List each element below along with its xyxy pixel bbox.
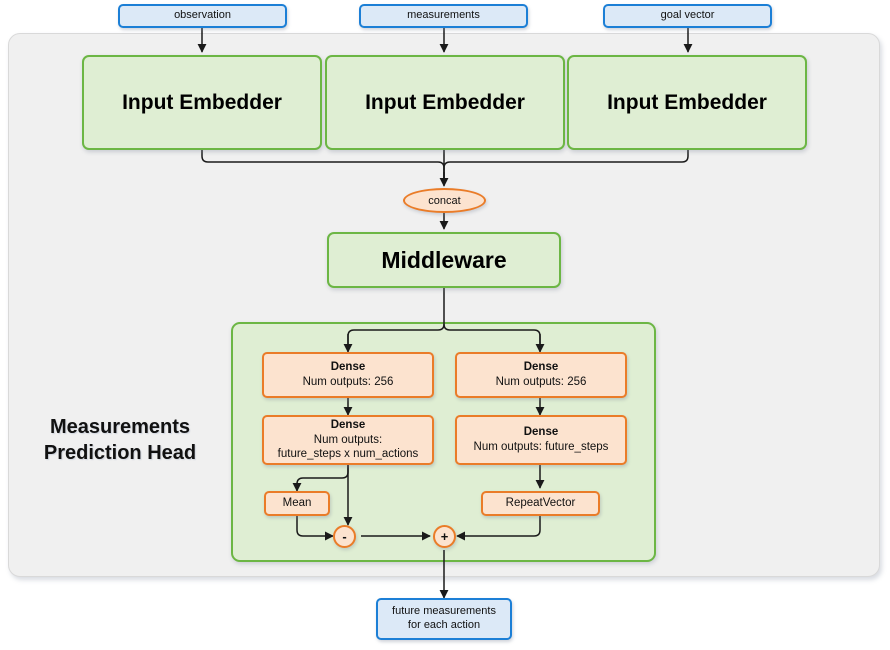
prediction-head-title-line2: Prediction Head [43, 442, 197, 464]
output-future-measurements[interactable]: future measurements for each action [376, 598, 512, 640]
input-measurements-label: measurements [407, 9, 480, 22]
dense-left-1[interactable]: Dense Num outputs: 256 [262, 352, 434, 398]
input-embedder-measurements-label: Input Embedder [365, 90, 525, 114]
input-embedder-measurements[interactable]: Input Embedder [325, 55, 565, 150]
input-observation-label: observation [174, 9, 231, 22]
input-embedder-goal-vector[interactable]: Input Embedder [567, 55, 807, 150]
input-embedder-observation-label: Input Embedder [122, 90, 282, 114]
prediction-head-title-line1: Measurements [49, 416, 191, 438]
subtract-operator[interactable]: - [333, 525, 356, 548]
dense-left-1-title: Dense [330, 361, 366, 374]
middleware-block[interactable]: Middleware [327, 232, 561, 288]
dense-left-2-detail-line1: Num outputs: [313, 433, 383, 446]
input-measurements[interactable]: measurements [359, 4, 528, 28]
dense-left-2[interactable]: Dense Num outputs: future_steps x num_ac… [262, 415, 434, 465]
input-goal-vector[interactable]: goal vector [603, 4, 772, 28]
dense-right-1-title: Dense [523, 361, 559, 374]
prediction-head-title: Measurements Prediction Head [14, 410, 226, 470]
output-line2: for each action [407, 619, 481, 631]
mean-label: Mean [282, 497, 312, 510]
repeat-vector-block[interactable]: RepeatVector [481, 491, 600, 516]
input-goal-vector-label: goal vector [660, 9, 715, 22]
add-operator-label: + [440, 529, 449, 544]
dense-right-2-title: Dense [523, 426, 559, 439]
concat-node[interactable]: concat [403, 188, 486, 213]
output-line1: future measurements [392, 605, 496, 618]
dense-left-2-title: Dense [330, 418, 366, 431]
dense-right-2-detail: Num outputs: future_steps [473, 441, 609, 453]
middleware-label: Middleware [381, 246, 507, 273]
input-embedder-observation[interactable]: Input Embedder [82, 55, 322, 150]
add-operator[interactable]: + [433, 525, 456, 548]
input-observation[interactable]: observation [118, 4, 287, 28]
repeat-vector-label: RepeatVector [505, 497, 576, 510]
input-embedder-goal-vector-label: Input Embedder [607, 90, 767, 114]
dense-right-1[interactable]: Dense Num outputs: 256 [455, 352, 627, 398]
concat-label: concat [428, 194, 461, 207]
subtract-operator-label: - [342, 529, 347, 544]
dense-right-2[interactable]: Dense Num outputs: future_steps [455, 415, 627, 465]
mean-block[interactable]: Mean [264, 491, 330, 516]
dense-right-1-detail: Num outputs: 256 [495, 376, 587, 388]
dense-left-2-detail-line2: future_steps x num_actions [277, 448, 419, 461]
dense-left-1-detail: Num outputs: 256 [302, 376, 394, 388]
